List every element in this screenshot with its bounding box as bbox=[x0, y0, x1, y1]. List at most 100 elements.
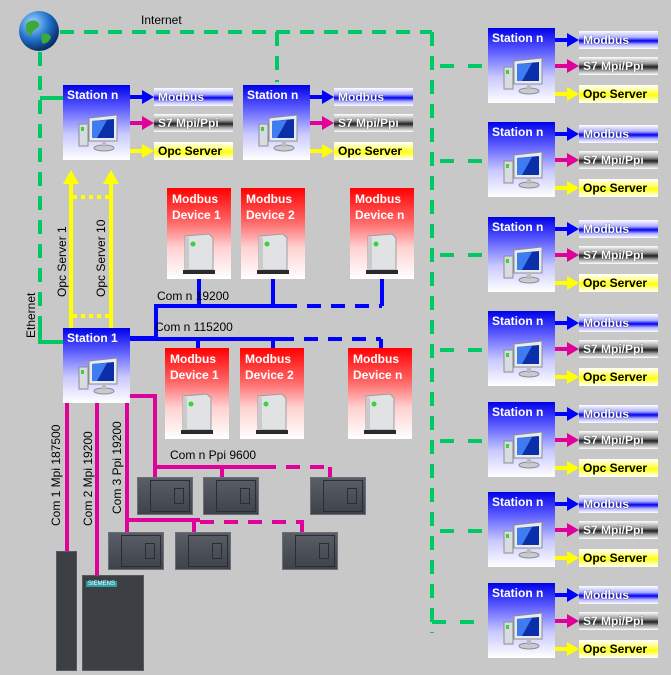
protocol-label-modbus: Modbus bbox=[579, 220, 658, 238]
station-1[interactable]: Station 1 bbox=[63, 328, 130, 403]
computer-icon bbox=[502, 147, 546, 191]
server-icon bbox=[253, 232, 293, 276]
opc-server-1-label: Opc Server 1 bbox=[55, 226, 69, 297]
station-title: Station n bbox=[492, 586, 544, 600]
station-title: Station n bbox=[492, 495, 544, 509]
device-title: Modbus Device n bbox=[355, 192, 405, 222]
server-icon bbox=[362, 232, 402, 276]
server-icon bbox=[179, 232, 219, 276]
arrow-right-icon bbox=[555, 342, 579, 356]
plc-s7-200 bbox=[310, 477, 366, 515]
arrow-right-icon bbox=[555, 276, 579, 290]
arrow-right-icon bbox=[555, 181, 579, 195]
device-title: Modbus Device 1 bbox=[172, 192, 221, 222]
device-title: Modbus Device n bbox=[353, 352, 403, 382]
computer-icon bbox=[502, 608, 546, 652]
arrow-right-icon bbox=[555, 497, 579, 511]
arrow-right-icon bbox=[130, 90, 154, 104]
station-n[interactable]: Station n bbox=[488, 583, 555, 658]
protocol-label-s7: S7 Mpi/Ppi bbox=[579, 431, 658, 449]
station-n[interactable]: Station n bbox=[488, 217, 555, 292]
computer-icon bbox=[502, 242, 546, 286]
ethernet-network bbox=[38, 30, 488, 633]
device-title: Modbus Device 2 bbox=[246, 192, 295, 222]
modbus-device[interactable]: Modbus Device 2 bbox=[240, 348, 304, 439]
arrow-right-icon bbox=[555, 523, 579, 537]
com1-label: Com 1 Mpi 187500 bbox=[49, 424, 63, 526]
arrow-right-icon bbox=[555, 316, 579, 330]
cpu-brand: SIEMENS bbox=[86, 581, 118, 587]
station-1-title: Station 1 bbox=[67, 331, 118, 345]
computer-icon bbox=[502, 517, 546, 561]
station-n[interactable]: Station n bbox=[488, 492, 555, 567]
com3-label: Com 3 Ppi 19200 bbox=[110, 421, 124, 514]
protocol-label-modbus: Modbus bbox=[579, 31, 658, 49]
station-n[interactable]: Station n bbox=[488, 122, 555, 197]
server-icon bbox=[360, 392, 400, 436]
station-n[interactable]: Station n bbox=[63, 85, 130, 160]
computer-icon bbox=[502, 336, 546, 380]
station-title: Station n bbox=[492, 405, 544, 419]
arrow-right-icon bbox=[555, 461, 579, 475]
station-title: Station n bbox=[492, 125, 544, 139]
protocol-label-s7: S7 Mpi/Ppi bbox=[154, 114, 233, 132]
protocol-label-opc: Opc Server bbox=[579, 179, 658, 197]
protocol-label-s7: S7 Mpi/Ppi bbox=[579, 57, 658, 75]
computer-icon bbox=[502, 427, 546, 471]
plc-s7-200 bbox=[282, 532, 338, 570]
protocol-label-modbus: Modbus bbox=[579, 586, 658, 604]
server-icon bbox=[252, 392, 292, 436]
station-n[interactable]: Station n bbox=[488, 28, 555, 103]
protocol-label-opc: Opc Server bbox=[579, 459, 658, 477]
arrow-right-icon bbox=[555, 642, 579, 656]
device-title: Modbus Device 2 bbox=[245, 352, 294, 382]
arrow-right-icon bbox=[555, 588, 579, 602]
opc-arrow-1 bbox=[63, 170, 79, 184]
ppi-upper bbox=[130, 394, 262, 469]
arrow-right-icon bbox=[555, 248, 579, 262]
station-n[interactable]: Station n bbox=[488, 311, 555, 386]
arrow-right-icon bbox=[555, 614, 579, 628]
protocol-label-s7: S7 Mpi/Ppi bbox=[579, 340, 658, 358]
protocol-label-opc: Opc Server bbox=[579, 85, 658, 103]
modbus-device[interactable]: Modbus Device 1 bbox=[167, 188, 231, 279]
plc-s7-200 bbox=[108, 532, 164, 570]
modbus-device[interactable]: Modbus Device 1 bbox=[165, 348, 229, 439]
plc-s7-200 bbox=[175, 532, 231, 570]
ppi-bus-label: Com n Ppi 9600 bbox=[170, 448, 257, 462]
arrow-right-icon bbox=[555, 370, 579, 384]
protocol-label-s7: S7 Mpi/Ppi bbox=[579, 521, 658, 539]
arrow-right-icon bbox=[555, 127, 579, 141]
arrow-right-icon bbox=[555, 153, 579, 167]
modbus-device[interactable]: Modbus Device 2 bbox=[241, 188, 305, 279]
arrow-right-icon bbox=[555, 33, 579, 47]
globe-icon bbox=[19, 11, 59, 51]
protocol-label-modbus: Modbus bbox=[579, 125, 658, 143]
protocol-label-opc: Opc Server bbox=[579, 640, 658, 658]
station-n[interactable]: Station n bbox=[488, 402, 555, 477]
ethernet-branch-station1 bbox=[38, 320, 63, 344]
arrow-right-icon bbox=[555, 222, 579, 236]
arrow-right-icon bbox=[555, 551, 579, 565]
arrow-right-icon bbox=[555, 407, 579, 421]
bus-19200-label: Com n 19200 bbox=[157, 289, 230, 303]
plc-s7-200 bbox=[203, 477, 259, 515]
modbus-device[interactable]: Modbus Device n bbox=[348, 348, 412, 439]
protocol-label-modbus: Modbus bbox=[579, 405, 658, 423]
ethernet-label: Ethernet bbox=[24, 292, 38, 338]
protocol-label-opc: Opc Server bbox=[579, 549, 658, 567]
protocol-label-s7: S7 Mpi/Ppi bbox=[579, 612, 658, 630]
modbus-device[interactable]: Modbus Device n bbox=[350, 188, 414, 279]
protocol-label-opc: Opc Server bbox=[579, 368, 658, 386]
station-n[interactable]: Station n bbox=[243, 85, 310, 160]
s7-buses bbox=[65, 394, 332, 576]
station-title: Station n bbox=[247, 88, 299, 102]
protocol-label-modbus: Modbus bbox=[334, 88, 413, 106]
arrow-right-icon bbox=[130, 144, 154, 158]
internet-label: Internet bbox=[141, 13, 182, 27]
protocol-label-modbus: Modbus bbox=[154, 88, 233, 106]
protocol-label-opc: Opc Server bbox=[334, 142, 413, 160]
device-title: Modbus Device 1 bbox=[170, 352, 219, 382]
computer-icon bbox=[77, 110, 121, 154]
